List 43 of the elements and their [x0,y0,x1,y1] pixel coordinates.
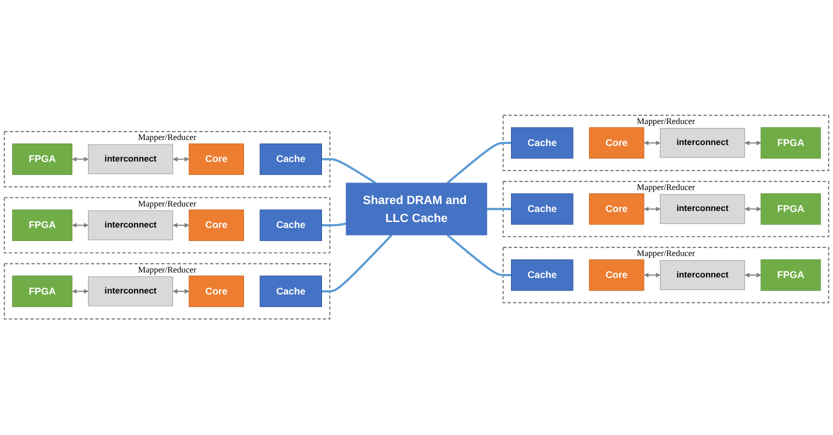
node-box: FPGA [12,276,72,308]
connector [322,234,392,293]
arrow [172,223,190,228]
connector [446,142,512,184]
node-box: interconnect [88,276,174,307]
arrow [72,223,89,228]
arrow [744,207,762,212]
node-box: Core [188,276,244,308]
arrow [644,140,660,146]
node-box: Cache [260,276,322,308]
node-box: Cache [260,210,322,242]
node-box: Cache [511,260,574,292]
arrow [644,207,660,212]
node-box: FPGA [760,128,821,160]
node-box: Cache [511,128,574,160]
node-box: interconnect [660,260,745,290]
connector [322,158,376,184]
node-box: Shared DRAM and LLC Cache [346,183,488,236]
node-box: FPGA [760,260,821,292]
arrow [72,157,89,162]
node-box: FPGA [760,194,821,226]
node-box: Core [589,128,644,160]
arrow [172,289,190,294]
node-box: Core [188,210,244,242]
connector [446,234,512,277]
connector [486,208,512,210]
node-box: Cache [511,194,574,226]
connector [322,222,346,227]
node-box: interconnect [88,144,174,174]
arrow [644,273,660,278]
node-box: interconnect [660,194,745,224]
arrow [72,289,89,294]
arrow [172,157,190,162]
node-box: interconnect [88,210,174,241]
node-box: Core [589,260,644,292]
node-box: Core [589,194,644,226]
node-box: Cache [260,144,322,176]
node-box: FPGA [12,210,72,242]
node-box: Core [188,144,244,176]
node-box: FPGA [12,144,72,176]
arrow [744,273,762,278]
node-box: interconnect [660,128,745,158]
arrow [744,140,762,146]
